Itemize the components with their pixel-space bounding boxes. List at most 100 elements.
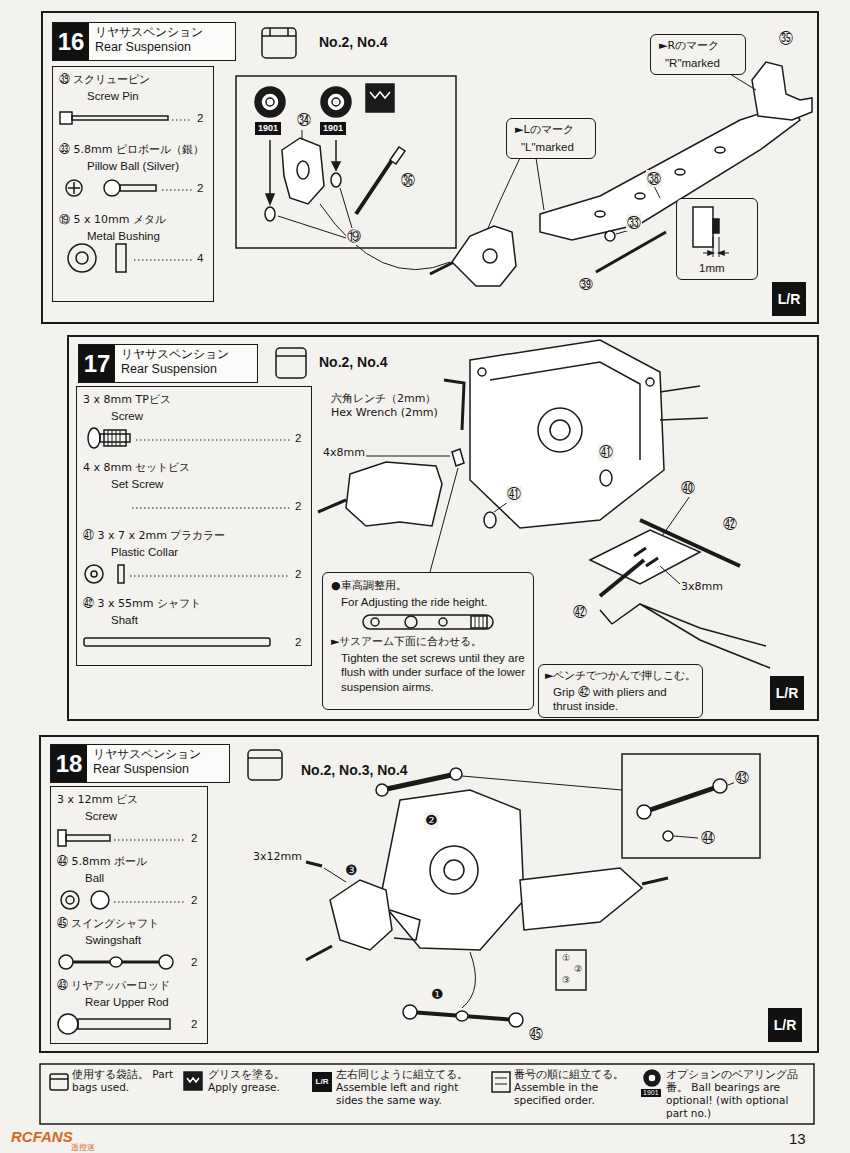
part-name: ⑲ 5 x 10mm メタル — [59, 213, 166, 227]
note-text: For Adjusting the ride height. — [341, 595, 527, 609]
part-name: ㊺ スイングシャフト — [57, 917, 160, 931]
part-name: ㉝ 5.8mm ピロボール（銀） — [59, 143, 204, 157]
legend-text: オプションのベアリング品番。 Ball bearings are optiona… — [666, 1068, 810, 1121]
dimension-label: 4x8mm — [322, 446, 366, 459]
parts-list-box: ㊴ スクリューピンScrew Pin2㉝ 5.8mm ピロボール（銀）Pillo… — [52, 66, 214, 302]
part-name: Screw Pin — [87, 89, 139, 103]
left-right-icon: L/R — [770, 676, 804, 710]
bag-number: No.2, No.4 — [318, 354, 388, 371]
note-text: ►Rのマーク — [659, 39, 719, 53]
part-name: Ball — [85, 871, 104, 885]
left-right-icon: L/R — [772, 282, 806, 316]
dimension-label: Hex Wrench (2mm) — [330, 406, 439, 419]
callout-box: ●車高調整用。 For Adjusting the ride height. ►サス… — [322, 572, 534, 710]
part-name: ㊹ 5.8mm ボール — [57, 855, 147, 869]
note-text: 1mm — [699, 261, 725, 275]
parts-list-box: 3 x 12mm ビス Screw 2 ㊹ 5.8mm ボール Ball 2 ㊺ スイングシ… — [50, 786, 208, 1044]
step-header: 17 リヤサスペンションRear Suspension — [78, 344, 258, 383]
order-number: ① — [561, 953, 571, 964]
part-name: Shaft — [111, 613, 138, 627]
page-number: 13 — [788, 1130, 807, 1148]
callout-number: ㊴ — [578, 276, 594, 293]
part-name: 3 x 8mm TPビス — [83, 393, 171, 407]
part-name: Rear Upper Rod — [85, 995, 169, 1009]
watermark: RCFANS — [10, 1128, 74, 1146]
bag-number: No.2, No.4 — [318, 34, 388, 51]
callout-number: ㉞ — [296, 112, 312, 129]
legend-text: 使用する袋詰。 Part bags used. — [72, 1068, 176, 1094]
note-text: "L"marked — [521, 140, 574, 154]
dimension-label: 六角レンチ（2mm） — [330, 392, 437, 405]
part-name: Set Screw — [111, 477, 163, 491]
step-header: 16 リヤサスペンションRear Suspension — [52, 22, 236, 61]
callout-number: ㊱ — [400, 172, 416, 189]
legend-text: 番号の順に組立てる。 Assemble in the specified ord… — [514, 1068, 638, 1107]
step-number: 17 — [79, 345, 115, 382]
callout-number: ❷ — [424, 812, 439, 829]
step-title: リヤサスペンション — [95, 25, 203, 40]
order-number: ② — [573, 964, 583, 975]
bearing-part-no: 1901 — [255, 122, 281, 135]
bag-number: No.2, No.3, No.4 — [300, 762, 409, 779]
step-title: リヤサスペンション — [93, 747, 201, 762]
callout-box: ►Rのマーク "R"marked — [650, 34, 746, 75]
note-text: ►Lのマーク — [515, 123, 574, 137]
left-right-icon: L/R — [312, 1072, 332, 1092]
note-text: ●車高調整用。 — [331, 579, 407, 593]
part-name: Plastic Collar — [111, 545, 178, 559]
step-title: Rear Suspension — [95, 40, 191, 56]
callout-number: ㊵ — [680, 480, 696, 497]
part-name: 4 x 8mm セットビス — [83, 461, 190, 475]
callout-box: ►Lのマーク "L"marked — [506, 118, 596, 159]
quantity: 2 — [191, 955, 197, 969]
step-title: Rear Suspension — [121, 362, 217, 378]
step-number: 16 — [53, 23, 89, 60]
callout-number: ㊶ — [598, 444, 614, 461]
callout-number: ❸ — [344, 862, 359, 879]
part-name: Screw — [85, 809, 117, 823]
callout-number: ㊺ — [528, 1026, 544, 1043]
callout-number: ㊷ — [572, 604, 588, 621]
quantity: 2 — [197, 111, 203, 125]
parts-list-box: 3 x 8mm TPビス Screw 2 4 x 8mm セットビス Set Screw… — [76, 386, 312, 666]
watermark: 遥控迷 — [70, 1143, 96, 1153]
part-name: ㊸ リヤアッパーロッド — [57, 979, 171, 993]
note-text: ►サスアーム下面に合わせる。 — [331, 635, 482, 649]
bearing-part-no: 1901 — [320, 122, 346, 135]
quantity: 2 — [197, 181, 203, 195]
part-name: ㊴ スクリューピン — [59, 73, 151, 87]
part-name: Swingshaft — [85, 933, 141, 947]
order-number: ③ — [561, 975, 571, 986]
callout-number: ㉟ — [778, 30, 794, 47]
quantity: 2 — [295, 567, 301, 581]
quantity: 2 — [295, 499, 301, 513]
quantity: 4 — [197, 251, 203, 265]
part-name: ㊷ 3 x 55mm シャフト — [83, 597, 201, 611]
callout-box: 1mm — [676, 198, 758, 280]
callout-number: ㊳ — [646, 170, 662, 187]
callout-number: ❶ — [430, 986, 445, 1003]
quantity: 2 — [295, 431, 301, 445]
note-text: Grip ㊷ with pliers and thrust inside. — [553, 685, 687, 714]
part-name: Metal Bushing — [87, 229, 160, 243]
part-name: Screw — [111, 409, 143, 423]
quantity: 2 — [191, 1017, 197, 1031]
callout-number: ㊷ — [722, 516, 738, 533]
legend-text: グリスを塗る。 Apply grease. — [208, 1068, 304, 1094]
bearing-part-no: 1901 — [641, 1089, 661, 1097]
note-text: Tighten the set screws until they are fl… — [341, 651, 527, 694]
step-header: 18 リヤサスペンションRear Suspension — [50, 744, 230, 783]
step-title: リヤサスペンション — [121, 347, 229, 362]
callout-number: ㊹ — [700, 830, 716, 847]
part-name: 3 x 12mm ビス — [57, 793, 138, 807]
callout-number: ㊸ — [734, 770, 750, 787]
callout-box: ►ペンチでつかんで押しこむ。Grip ㊷ with pliers and thr… — [538, 664, 703, 718]
quantity: 2 — [191, 893, 197, 907]
note-text: "R"marked — [665, 56, 720, 70]
step-title: Rear Suspension — [93, 762, 189, 778]
callout-number: ⑲ — [346, 228, 362, 245]
quantity: 2 — [295, 635, 301, 649]
legend-text: 左右同じように組立てる。 Assemble left and right sid… — [336, 1068, 484, 1107]
step-number: 18 — [51, 745, 87, 782]
